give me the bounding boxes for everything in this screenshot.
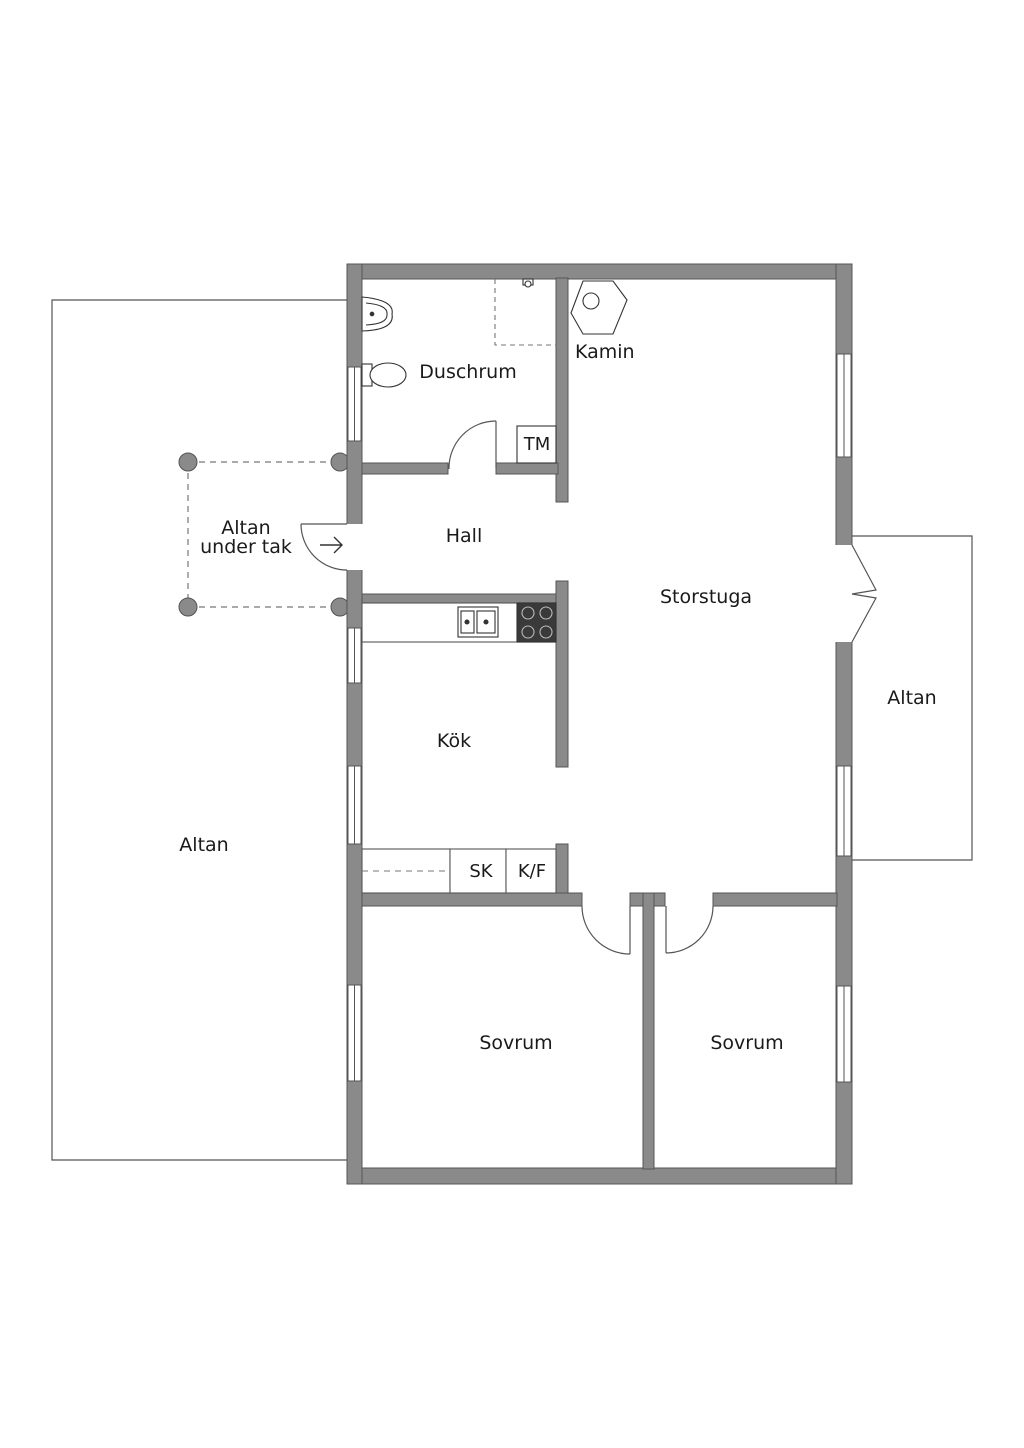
label-storstuga: Storstuga (659, 586, 753, 608)
shower-area-dashed (494, 279, 557, 346)
label-tm: TM (523, 434, 551, 455)
kitchen-fixtures (361, 602, 557, 894)
label-kamin: Kamin (575, 341, 635, 363)
doors (300, 420, 877, 955)
entry-opening (346, 524, 363, 570)
porch-post (178, 597, 198, 617)
windows (347, 353, 852, 1083)
patio-door-opening (835, 545, 853, 642)
label-altan-right: Altan (887, 687, 937, 709)
label-sk: SK (469, 861, 493, 882)
bath-door-swing (448, 420, 497, 470)
deck-right-outline (851, 535, 973, 861)
bedroom-right-door-swing (665, 905, 714, 954)
porch-post (330, 597, 350, 617)
walls (346, 263, 853, 1185)
wall-right (835, 263, 853, 1185)
label-hall: Hall (445, 525, 483, 547)
toilet-icon (361, 362, 407, 388)
label-altan-left: Altan (179, 834, 229, 856)
deck-left-outline (51, 299, 348, 1161)
sk-cabinet (449, 848, 507, 894)
porch-post (178, 452, 198, 472)
wall-bath-bottom-a (361, 462, 449, 475)
wall-kitchen-bottom-stub (555, 843, 569, 895)
wall-left (346, 263, 363, 1185)
washbasin-icon (361, 296, 393, 332)
kf-cabinet (505, 848, 557, 894)
bathroom-fixtures (361, 278, 557, 464)
porch-post (330, 452, 350, 472)
wall-bath-bottom-b (495, 462, 559, 475)
openings (346, 524, 853, 642)
wall-bath-right (555, 277, 569, 503)
fireplace-icon (570, 280, 628, 335)
label-duschrum: Duschrum (419, 361, 517, 383)
tm-box (516, 425, 557, 464)
label-altan-under-tak: Altan under tak (200, 517, 292, 558)
wall-top (346, 263, 853, 280)
window (347, 765, 362, 845)
deck-outlines (51, 299, 973, 1161)
patio-door-leaves (851, 544, 877, 643)
window (836, 353, 852, 458)
wall-kitchen-top (361, 593, 560, 604)
entry-door-swing (300, 523, 348, 571)
label-kok: Kök (436, 730, 472, 752)
wall-bedroom-top-c (712, 892, 838, 907)
kitchen-sink-icon (457, 606, 499, 638)
entry-arrow-icon (320, 536, 343, 554)
window (347, 366, 362, 442)
window (836, 985, 852, 1083)
wall-kitchen-right (555, 580, 569, 768)
window (836, 765, 852, 857)
label-sovrum-left: Sovrum (479, 1032, 553, 1054)
label-kf: K/F (517, 861, 547, 882)
label-sovrum-right: Sovrum (710, 1032, 784, 1054)
wall-bottom (346, 1167, 853, 1185)
wall-bedroom-divider (642, 892, 655, 1170)
shower-head-icon (522, 278, 534, 288)
wall-bedroom-top-a (361, 892, 583, 907)
window (347, 627, 362, 684)
stove-icon (516, 602, 557, 643)
porch-roof-dashed (187, 461, 340, 608)
bedroom-left-door-swing (581, 905, 631, 955)
window (347, 984, 362, 1082)
